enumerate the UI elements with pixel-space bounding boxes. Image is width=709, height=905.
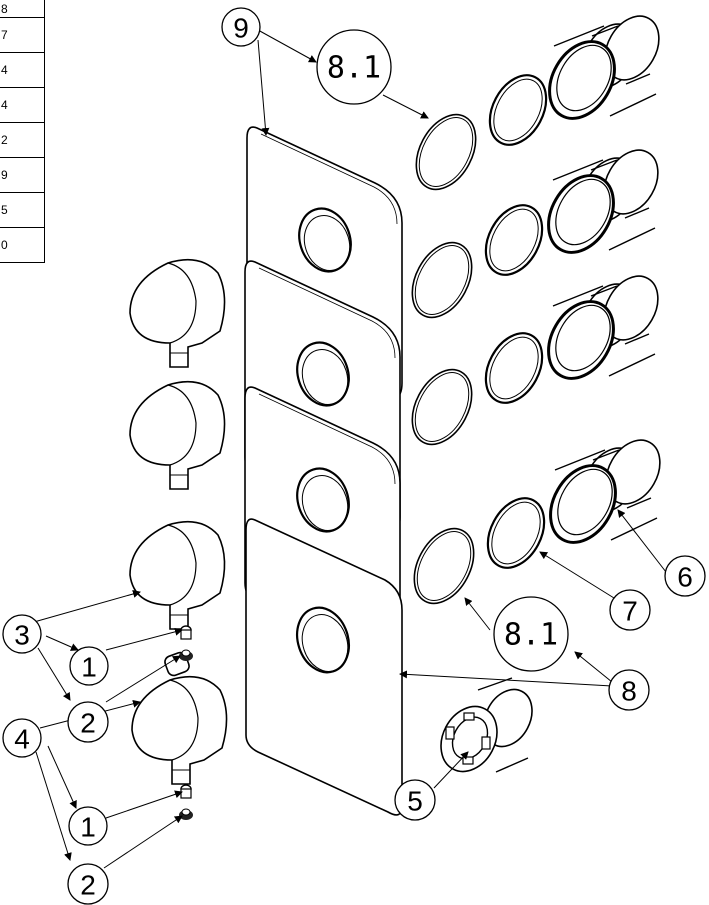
parts-table: 8 7 4 4 2 9 5 0 [0, 0, 45, 263]
callout-1-upper: 1 [81, 652, 97, 683]
callout-8: 8 [621, 676, 637, 707]
nut-1 [179, 649, 193, 661]
screw-2 [180, 784, 192, 799]
handle-2 [129, 380, 226, 490]
sleeve-1 [534, 5, 672, 132]
o-ring-3 [399, 358, 485, 456]
callout-1-lower: 1 [80, 812, 96, 843]
table-cell: 0 [0, 227, 45, 263]
callout-6: 6 [677, 562, 693, 593]
callout-7: 7 [622, 596, 638, 627]
callout-8-1-bottom: 8.1 [504, 618, 558, 653]
callout-3: 3 [14, 620, 30, 651]
sleeve-4 [535, 429, 673, 556]
screw-1 [180, 625, 192, 640]
leader-lines [33, 29, 667, 869]
table-cell: 9 [0, 157, 45, 193]
sleeve-2 [533, 139, 671, 266]
callout-4: 4 [14, 724, 30, 755]
callout-circles [2, 7, 706, 905]
o-ring-4 [401, 517, 487, 615]
callout-9: 9 [233, 13, 249, 44]
sleeve-3 [533, 265, 671, 392]
table-row: 5 [0, 192, 45, 228]
handle-1 [129, 258, 226, 368]
adapter-fitting [440, 677, 533, 773]
cover-plate-large [245, 518, 403, 816]
callout-8-1-top: 8.1 [327, 51, 381, 86]
ring-1 [477, 64, 559, 156]
callout-2-upper: 2 [80, 708, 96, 739]
table-row: 4 [0, 52, 45, 88]
table-cell: 4 [0, 52, 45, 88]
table-row: 9 [0, 157, 45, 193]
table-cell: 7 [0, 17, 45, 53]
table-cell: 5 [0, 192, 45, 228]
table-row: 7 [0, 17, 45, 53]
callout-5: 5 [407, 786, 423, 817]
callout-2-lower: 2 [80, 870, 96, 901]
o-ring-2 [399, 231, 485, 329]
ring-4 [475, 487, 557, 579]
ring-3 [473, 322, 555, 414]
handle-3 [129, 520, 226, 630]
o-ring-1 [403, 103, 489, 201]
nut-2 [179, 808, 193, 820]
handle-4 [131, 651, 228, 785]
table-row: 4 [0, 87, 45, 123]
table-cell: 4 [0, 87, 45, 123]
table-row: 0 [0, 227, 45, 263]
ring-2 [473, 194, 555, 286]
